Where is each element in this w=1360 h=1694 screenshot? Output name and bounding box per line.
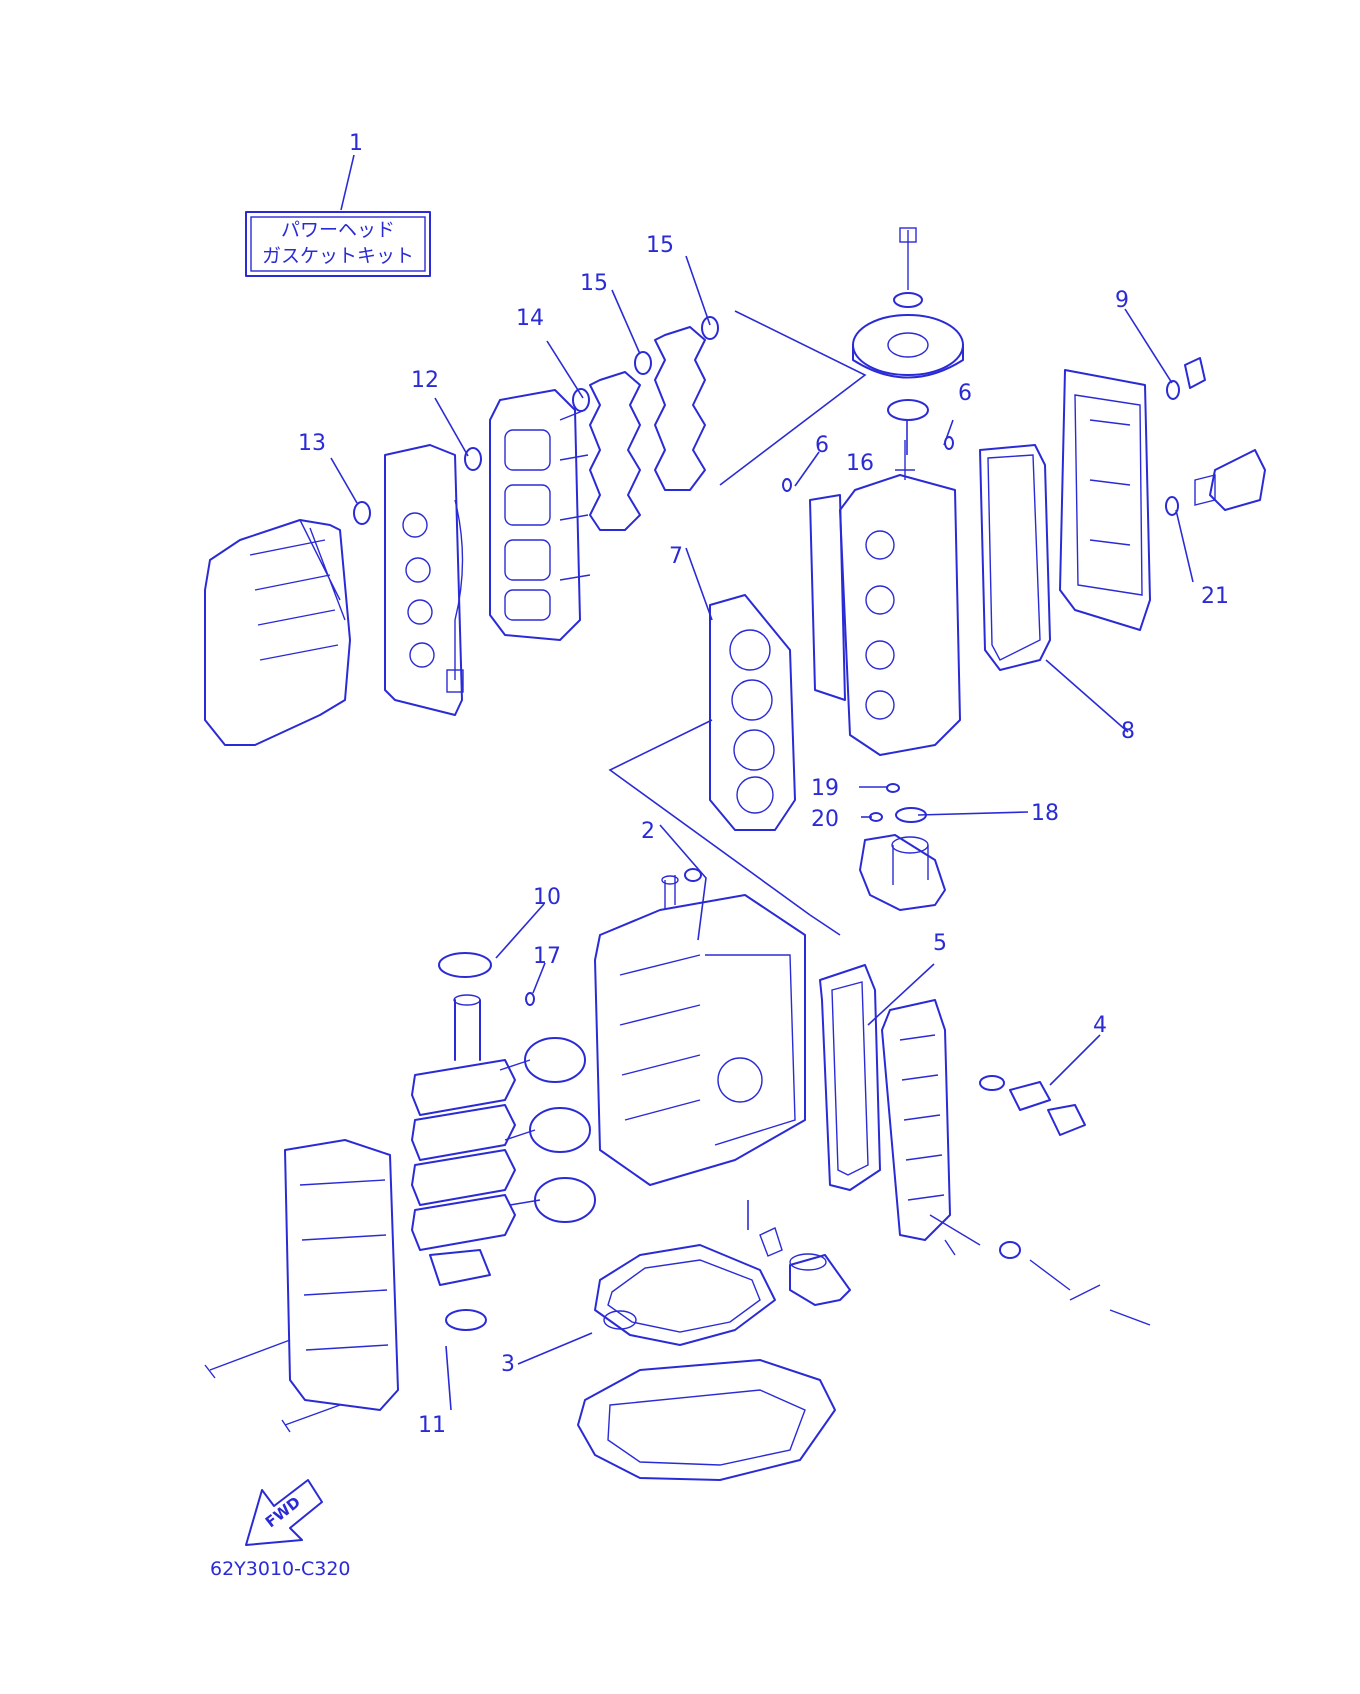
carburetor-stack (489, 389, 591, 641)
part-code: 62Y3010-C320 (210, 1558, 351, 1580)
head-gasket (709, 594, 796, 831)
gasket-kit-box: パワーヘッド ガスケットキット (245, 211, 431, 277)
kit-box-line1: パワーヘッド (281, 219, 395, 241)
callout-5: 5 (933, 931, 947, 956)
callout-4: 4 (1093, 1013, 1107, 1038)
callout-3: 3 (501, 1352, 515, 1377)
callout-20: 20 (811, 807, 839, 832)
callout-16: 16 (846, 451, 874, 476)
callout-8: 8 (1121, 719, 1135, 744)
callout-12: 12 (411, 368, 439, 393)
callout-10: 10 (533, 885, 561, 910)
callout-19: 19 (811, 776, 839, 801)
callout-13: 13 (298, 431, 326, 456)
exhaust-cover (1059, 369, 1151, 631)
intake-gaskets (589, 326, 706, 531)
water-housing (859, 834, 946, 911)
kit-box-line2: ガスケットキット (262, 245, 414, 267)
callout-2: 2 (641, 819, 655, 844)
cover-gasket (979, 444, 1051, 671)
callout-11: 11 (418, 1413, 446, 1438)
left-intake-cover (204, 519, 351, 746)
thermostat-cap (1184, 357, 1266, 511)
leader-lines (330, 154, 1194, 1411)
oil-filter (759, 1227, 851, 1306)
callout-6b: 6 (815, 433, 829, 458)
callout-15a: 15 (580, 271, 608, 296)
callout-18: 18 (1031, 801, 1059, 826)
callout-1: 1 (349, 131, 363, 156)
o-rings (353, 316, 1180, 1331)
exhaust-plate-gasket (819, 964, 881, 1191)
base-gasket-and-plate (577, 1244, 836, 1481)
fwd-arrow-icon: FWD (245, 1479, 323, 1546)
callout-7: 7 (669, 544, 683, 569)
exhaust-outer-plate (881, 999, 1151, 1326)
intake-gasket-plate (384, 444, 464, 716)
top-flywheel (852, 227, 964, 421)
callout-14: 14 (516, 306, 544, 331)
cylinder-head (809, 440, 961, 756)
callout-labels: 1 2 3 4 5 6 6 7 8 9 10 11 12 13 14 15 15… (298, 131, 1229, 1438)
crankshaft-assembly (411, 952, 596, 1286)
callout-6a: 6 (958, 381, 972, 406)
callout-15b: 15 (646, 233, 674, 258)
callout-9: 9 (1115, 288, 1129, 313)
exhaust-manifold (204, 1139, 399, 1433)
callout-17: 17 (533, 944, 561, 969)
callout-21: 21 (1201, 584, 1229, 609)
